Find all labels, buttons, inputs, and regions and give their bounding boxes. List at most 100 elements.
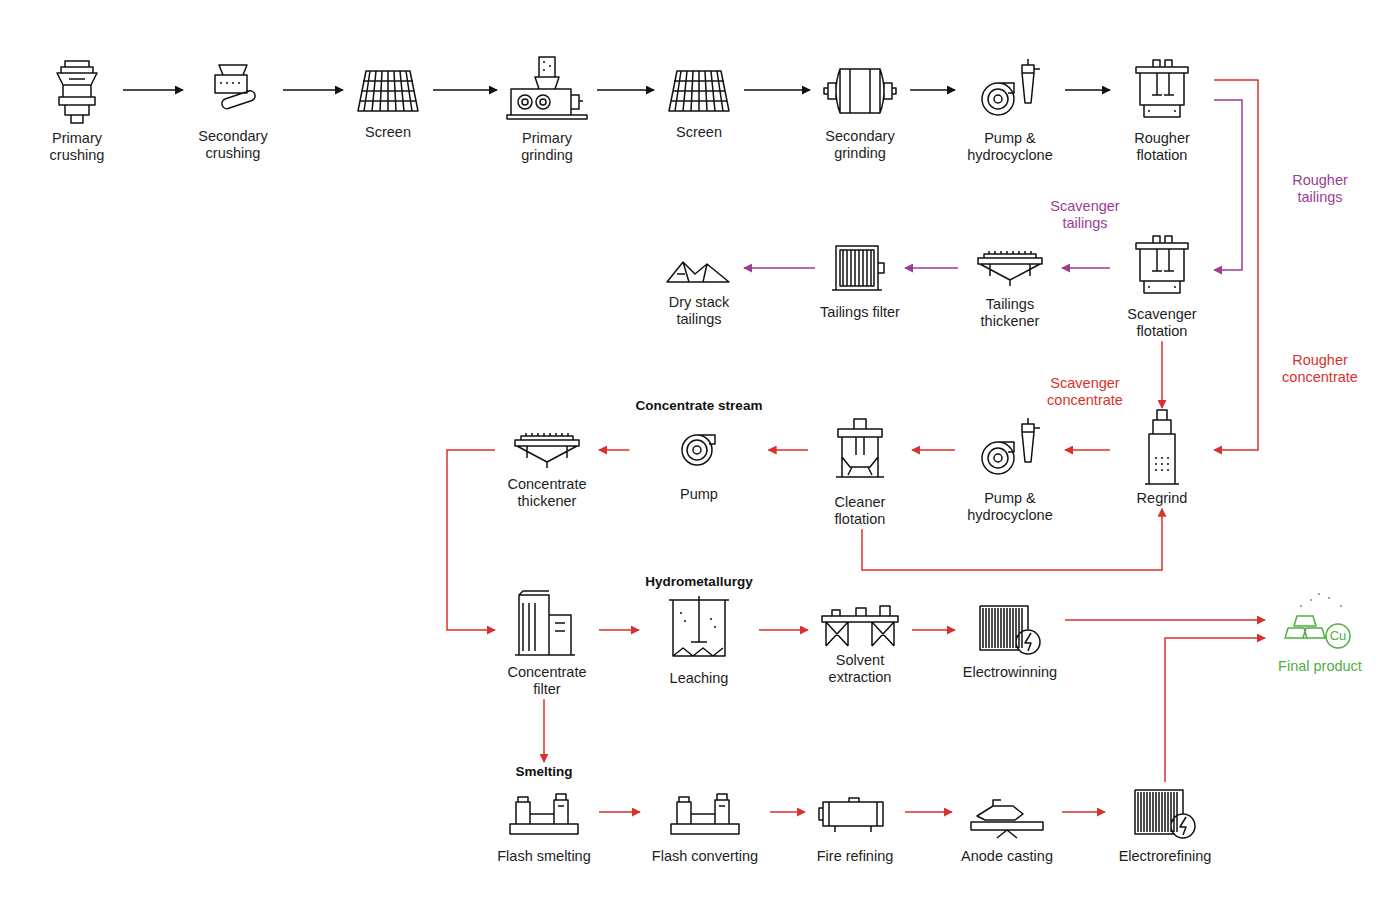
process-node: Pump & hydrocyclone [955, 412, 1065, 525]
flot-icon [1136, 60, 1188, 117]
node-label: Pump [634, 486, 765, 503]
icon-outline [1145, 410, 1179, 484]
flow-arrow [1165, 638, 1265, 782]
node-label: Screen [347, 124, 429, 141]
icon-space [499, 428, 595, 476]
flow-arrow [1062, 267, 1110, 269]
flow-arrow [447, 450, 495, 630]
icon-outline [510, 794, 578, 834]
flow-arrow [283, 89, 343, 91]
icon-outline [682, 435, 715, 465]
flow-arrow [1214, 100, 1242, 270]
flow-arrow [543, 699, 545, 762]
node-label: Tailings thickener [962, 296, 1058, 329]
section-heading: Hydrometallurgy [643, 574, 755, 590]
icon-outline [669, 596, 729, 656]
screen-icon [669, 71, 729, 111]
piles-icon [667, 262, 729, 282]
icon-outline [1136, 60, 1188, 117]
thick-icon [515, 433, 579, 468]
building-icon [515, 591, 575, 655]
process-node: Anode casting [952, 782, 1062, 867]
process-node: Scavenger flotation [1110, 230, 1214, 341]
flow-arrow [1161, 341, 1163, 408]
icon-outline [1135, 790, 1195, 838]
icon-space [658, 246, 740, 294]
node-label: Rougher flotation [1114, 130, 1210, 163]
process-node: Concentrate thickener [495, 426, 599, 511]
process-node: Primary grinding [497, 54, 597, 165]
process-node: Flash converting [640, 782, 770, 867]
flow-arrow [599, 449, 630, 451]
flow-arrow [599, 629, 639, 631]
flow-arrow [744, 267, 815, 269]
icon-outline [515, 591, 575, 655]
icon-space [644, 784, 766, 848]
flow-arrow [905, 267, 958, 269]
icon-outline [1136, 236, 1188, 293]
flow-arrow [759, 629, 808, 631]
node-label: Leaching [643, 670, 755, 687]
icon-outline [980, 606, 1040, 654]
icon-outline [836, 419, 884, 477]
icon-space [962, 244, 1058, 296]
flow-arrow [1065, 89, 1110, 91]
anode-icon [971, 800, 1043, 838]
process-node: Tailings filter [815, 234, 905, 323]
icon-outline [667, 262, 729, 282]
screen-icon [358, 71, 418, 111]
process-node: Solvent extraction [808, 594, 912, 687]
icon-outline [358, 71, 418, 111]
element-symbol: Cu [1330, 629, 1347, 644]
icon-outline [832, 246, 884, 290]
process-node: Cleaner flotation [808, 410, 912, 529]
icon-space [1269, 586, 1371, 658]
icon-space [1109, 784, 1221, 848]
flow-arrow [1214, 80, 1258, 450]
icon-space [812, 596, 908, 652]
icon-outline [507, 57, 587, 119]
electro-icon [1135, 790, 1195, 838]
process-node: SmeltingFlash smelting [489, 762, 599, 866]
section-heading: Smelting [493, 764, 595, 780]
icon-space [959, 600, 1061, 664]
electro-icon [980, 606, 1040, 654]
icon-outline [982, 59, 1040, 115]
pumpcyc-icon [982, 59, 1040, 115]
icon-outline [822, 606, 898, 646]
mill-icon [824, 69, 896, 113]
node-label: Regrind [1114, 490, 1210, 507]
flot-icon [1136, 236, 1188, 293]
grinder-icon [507, 57, 587, 119]
icon-space [812, 412, 908, 494]
process-node: Pump & hydrocyclone [955, 54, 1065, 165]
icon-space [959, 414, 1061, 490]
process-node: Fire refining [805, 782, 905, 867]
pump-icon [682, 435, 715, 465]
flow-arrow [597, 89, 654, 91]
node-label: Cleaner flotation [812, 494, 908, 527]
icon-space [1114, 410, 1210, 490]
icon-space [501, 56, 593, 130]
icon-space [658, 62, 740, 124]
icon-space [634, 418, 765, 486]
crusher-icon [57, 61, 97, 123]
icon-outline [1285, 594, 1350, 648]
smelter-icon [510, 794, 578, 834]
node-label: Electrowinning [959, 664, 1061, 681]
cleaner-icon [836, 419, 884, 477]
process-node: Screen [654, 60, 744, 143]
icon-outline [824, 69, 896, 113]
icon-space [814, 58, 906, 128]
process-node: Concentrate streamPump [630, 396, 769, 504]
cu-icon [1285, 594, 1350, 648]
icon-space [1114, 232, 1210, 306]
filter-icon [832, 246, 884, 290]
leach-icon [669, 596, 729, 656]
icon-outline [669, 71, 729, 111]
icon-outline [57, 61, 97, 123]
process-node: Primary crushing [31, 54, 123, 165]
node-label: Primary grinding [501, 130, 593, 163]
furnace-icon [819, 798, 883, 832]
connector-group [123, 80, 1265, 812]
